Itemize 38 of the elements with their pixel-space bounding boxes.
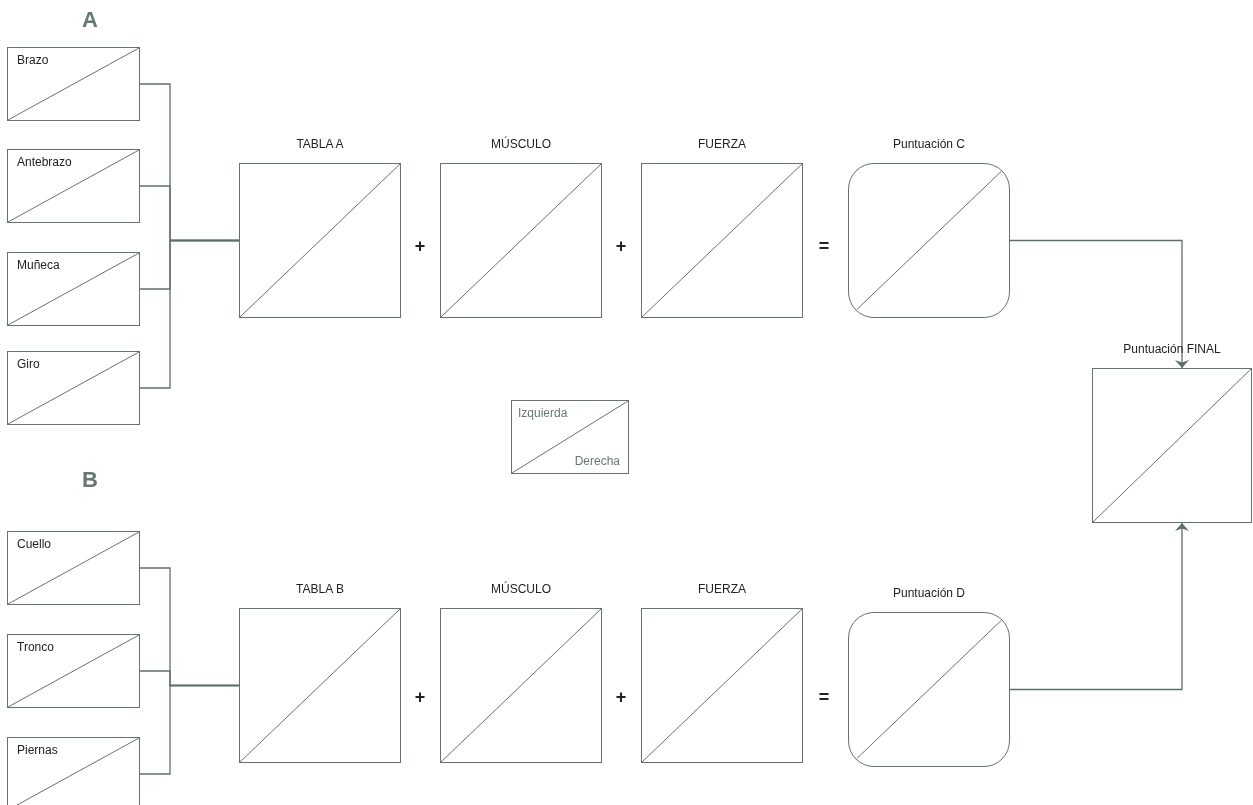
table-title: Puntuación C bbox=[891, 137, 966, 151]
section-letter: B bbox=[82, 467, 98, 493]
table-title: TABLA A bbox=[295, 137, 345, 151]
input-box bbox=[7, 252, 140, 326]
table-title: MÚSCULO bbox=[490, 137, 552, 151]
body-part-label: Tronco bbox=[17, 640, 54, 654]
table-title: MÚSCULO bbox=[490, 582, 552, 596]
key-box bbox=[511, 400, 629, 474]
arrow bbox=[1009, 239, 1186, 369]
arrow bbox=[1009, 522, 1186, 691]
body-part-label: Muñeca bbox=[17, 258, 60, 272]
connector-line bbox=[139, 684, 240, 775]
operator-sign: + bbox=[615, 686, 627, 708]
operator-sign: + bbox=[615, 235, 627, 257]
table-title: FUERZA bbox=[697, 582, 747, 596]
body-part-label: Cuello bbox=[17, 537, 52, 551]
input-box bbox=[7, 634, 140, 708]
connector-line bbox=[139, 239, 240, 389]
input-box bbox=[7, 149, 140, 223]
operator-sign: = bbox=[818, 235, 830, 257]
input-box bbox=[7, 47, 140, 121]
input-box bbox=[7, 737, 140, 805]
section-letter: A bbox=[82, 7, 98, 33]
operator-sign: + bbox=[414, 235, 426, 257]
key-label: Izquierda bbox=[518, 406, 568, 420]
body-part-label: Brazo bbox=[17, 53, 49, 67]
key-label: Derecha bbox=[574, 454, 620, 468]
input-box bbox=[7, 351, 140, 425]
table-title: FUERZA bbox=[697, 137, 747, 151]
table-title: TABLA B bbox=[295, 582, 345, 596]
operator-sign: = bbox=[818, 686, 830, 708]
input-box bbox=[7, 531, 140, 605]
operator-sign: + bbox=[414, 686, 426, 708]
table-title: Puntuación D bbox=[891, 586, 966, 600]
table-title: Puntuación FINAL bbox=[1122, 342, 1222, 356]
body-part-label: Piernas bbox=[17, 743, 58, 757]
body-part-label: Giro bbox=[17, 357, 40, 371]
body-part-label: Antebrazo bbox=[17, 155, 72, 169]
